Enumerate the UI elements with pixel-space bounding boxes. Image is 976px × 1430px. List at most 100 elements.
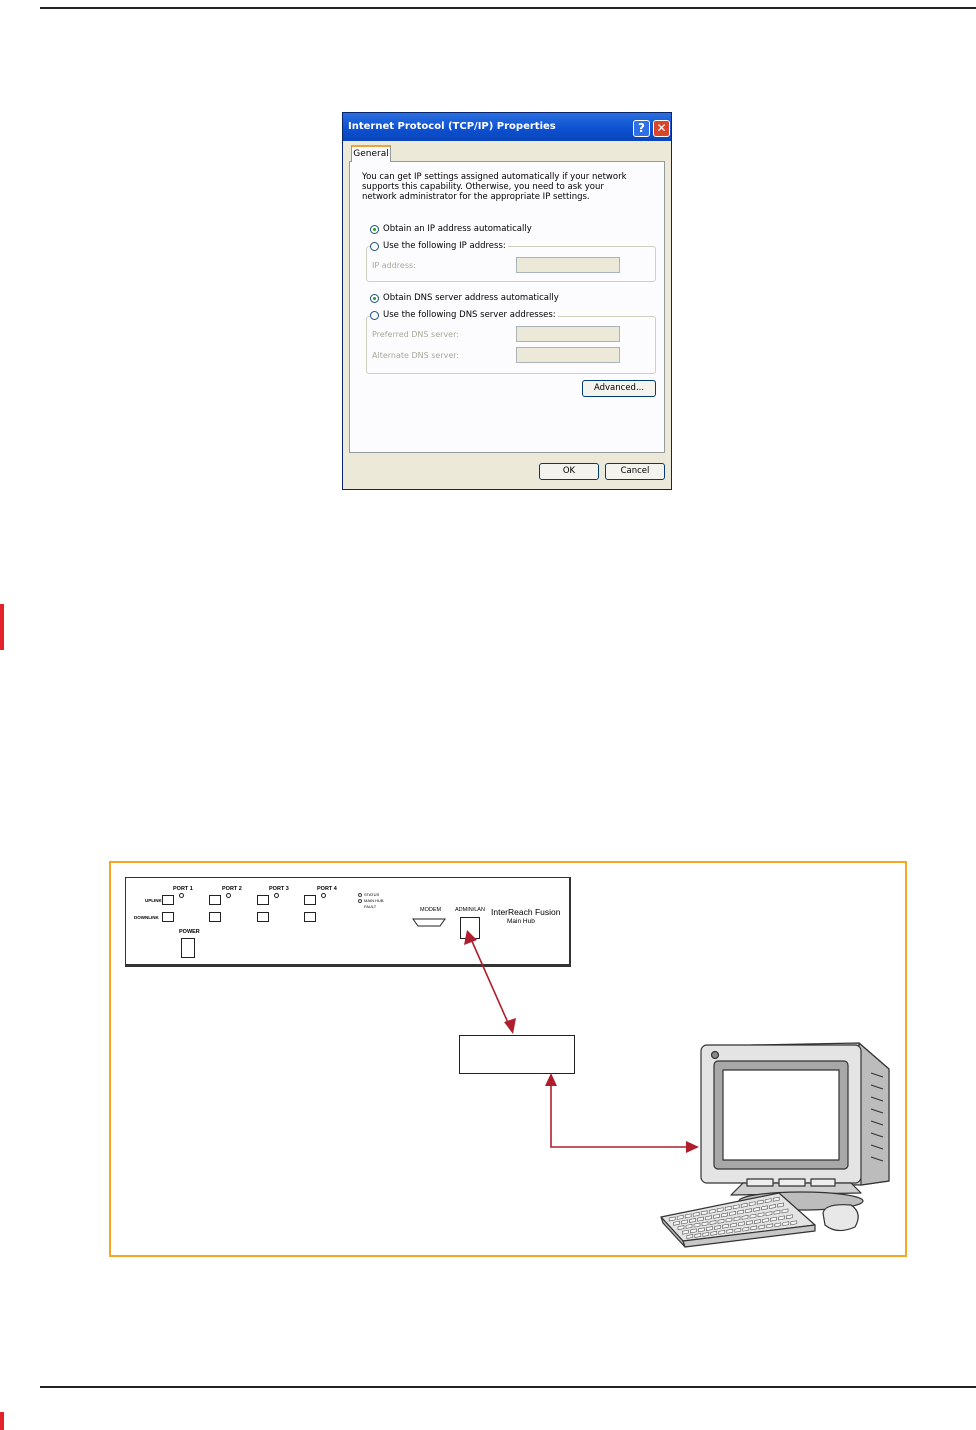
keyboard-key (706, 1226, 713, 1232)
admin-to-hub-arrow-line (470, 938, 510, 1026)
hub-to-computer-arrow-line (550, 1082, 689, 1148)
preferred-dns-label: Preferred DNS server: (372, 330, 459, 339)
hub-bottom-arrowhead (545, 1073, 557, 1086)
keyboard-key (702, 1231, 710, 1237)
port4-uplink-jack (304, 895, 316, 905)
port3-downlink-jack (257, 912, 269, 922)
keyboard-key (772, 1196, 780, 1202)
status-label-1: STATUS (364, 892, 380, 897)
brand-subtitle: Main Hub (507, 918, 535, 925)
port1-uplink-jack (162, 895, 174, 905)
keyboard-key (721, 1212, 728, 1218)
port3-led (274, 893, 279, 898)
keyboard-key (748, 1201, 756, 1207)
keyboard-key (753, 1206, 760, 1212)
port2-label: PORT 2 (222, 886, 242, 892)
port1-led (179, 893, 184, 898)
keyboard-key (668, 1216, 676, 1222)
intro-text: You can get IP settings assigned automat… (362, 172, 627, 202)
keyboard-key (754, 1219, 761, 1224)
brand-name: InterReach Fusion (491, 907, 561, 917)
keyboard-key (681, 1219, 688, 1225)
close-button[interactable]: ✕ (653, 120, 670, 137)
keyboard-key (714, 1224, 721, 1230)
dns-server-group (366, 316, 656, 374)
keyboard-keys (668, 1196, 798, 1239)
connection-arrows (464, 930, 699, 1153)
downlink-label: DOWNLINK (134, 915, 159, 920)
keyboard-key (690, 1228, 697, 1234)
keyboard-key (777, 1202, 784, 1208)
keyboard-key (749, 1213, 757, 1219)
keyboard-key (745, 1208, 752, 1214)
keyboard-key (732, 1204, 740, 1210)
keyboard-key (790, 1220, 798, 1226)
keyboard-key (774, 1222, 782, 1228)
radio-obtain-ip[interactable]: Obtain an IP address automatically (370, 224, 532, 234)
keyboard-key (740, 1202, 748, 1208)
radio-use-ip[interactable]: Use the following IP address: (370, 241, 508, 251)
keyboard-key (698, 1227, 705, 1233)
cancel-button[interactable]: Cancel (605, 463, 665, 480)
admin-lan-label: ADMIN/LAN (455, 907, 485, 913)
advanced-button[interactable]: Advanced... (582, 380, 656, 397)
keyboard-key (773, 1209, 781, 1215)
ip-address-group (366, 246, 656, 282)
keyboard-key (722, 1223, 729, 1229)
modem-port-icon (412, 918, 446, 927)
dialog-titlebar: Internet Protocol (TCP/IP) Properties ? … (343, 113, 671, 141)
main-hub-front-panel: PORT 1 PORT 2 PORT 3 PORT 4 UPLINK DOWNL… (125, 877, 571, 967)
radio-use-dns[interactable]: Use the following DNS server addresses: (370, 310, 558, 320)
dialog-title: Internet Protocol (TCP/IP) Properties (348, 121, 556, 132)
help-button[interactable]: ? (633, 120, 650, 137)
status-label-2: MAIN HUB (364, 898, 384, 903)
keyboard-key (764, 1198, 772, 1204)
tab-general[interactable]: General (351, 145, 391, 162)
keyboard-key (741, 1214, 749, 1220)
keyboard-key (766, 1223, 774, 1229)
keyboard-key (716, 1207, 724, 1213)
keyboard-key (738, 1221, 745, 1227)
ip-address-field[interactable] (516, 257, 620, 273)
alternate-dns-field[interactable] (516, 347, 620, 363)
keyboard-key (717, 1218, 725, 1224)
connection-diagram: PORT 1 PORT 2 PORT 3 PORT 4 UPLINK DOWNL… (109, 861, 907, 1257)
keyboard-key (673, 1220, 680, 1226)
keyboard-key (757, 1212, 765, 1218)
preferred-dns-field[interactable] (516, 326, 620, 342)
port2-downlink-jack (209, 912, 221, 922)
keyboard-key (782, 1221, 790, 1227)
keyboard-key (724, 1205, 732, 1211)
keyboard-key (709, 1220, 717, 1226)
radio-obtain-dns-label: Obtain DNS server address automatically (383, 293, 559, 303)
radio-unselected-icon (370, 241, 379, 251)
keyboard-key (708, 1208, 716, 1214)
keyboard-key (770, 1216, 777, 1222)
help-icon: ? (638, 121, 645, 135)
keyboard-key (713, 1213, 720, 1219)
hub-arrowhead (504, 1018, 516, 1034)
radio-unselected-icon (370, 310, 379, 320)
keyboard-key (769, 1204, 776, 1209)
keyboard-key (677, 1225, 685, 1231)
keyboard-key (730, 1222, 737, 1228)
computer-icon (660, 1042, 890, 1248)
port1-downlink-jack (162, 912, 174, 922)
keyboard-key (729, 1211, 736, 1216)
keyboard-key (705, 1215, 712, 1221)
status-led (358, 893, 362, 897)
computer-arrowhead (686, 1141, 699, 1153)
keyboard-key (750, 1225, 758, 1231)
radio-use-dns-label: Use the following DNS server addresses: (383, 310, 556, 320)
power-switch (181, 938, 195, 958)
radio-obtain-dns[interactable]: Obtain DNS server address automatically (370, 293, 559, 303)
keyboard-key (700, 1210, 708, 1216)
ok-button[interactable]: OK (539, 463, 599, 480)
keyboard-key (701, 1221, 709, 1227)
alternate-dns-label: Alternate DNS server: (372, 351, 460, 360)
port2-uplink-jack (209, 895, 221, 905)
keyboard-key (733, 1216, 741, 1222)
top-rule (40, 7, 976, 9)
keyboard-key (694, 1232, 702, 1238)
port1-label: PORT 1 (173, 886, 193, 892)
